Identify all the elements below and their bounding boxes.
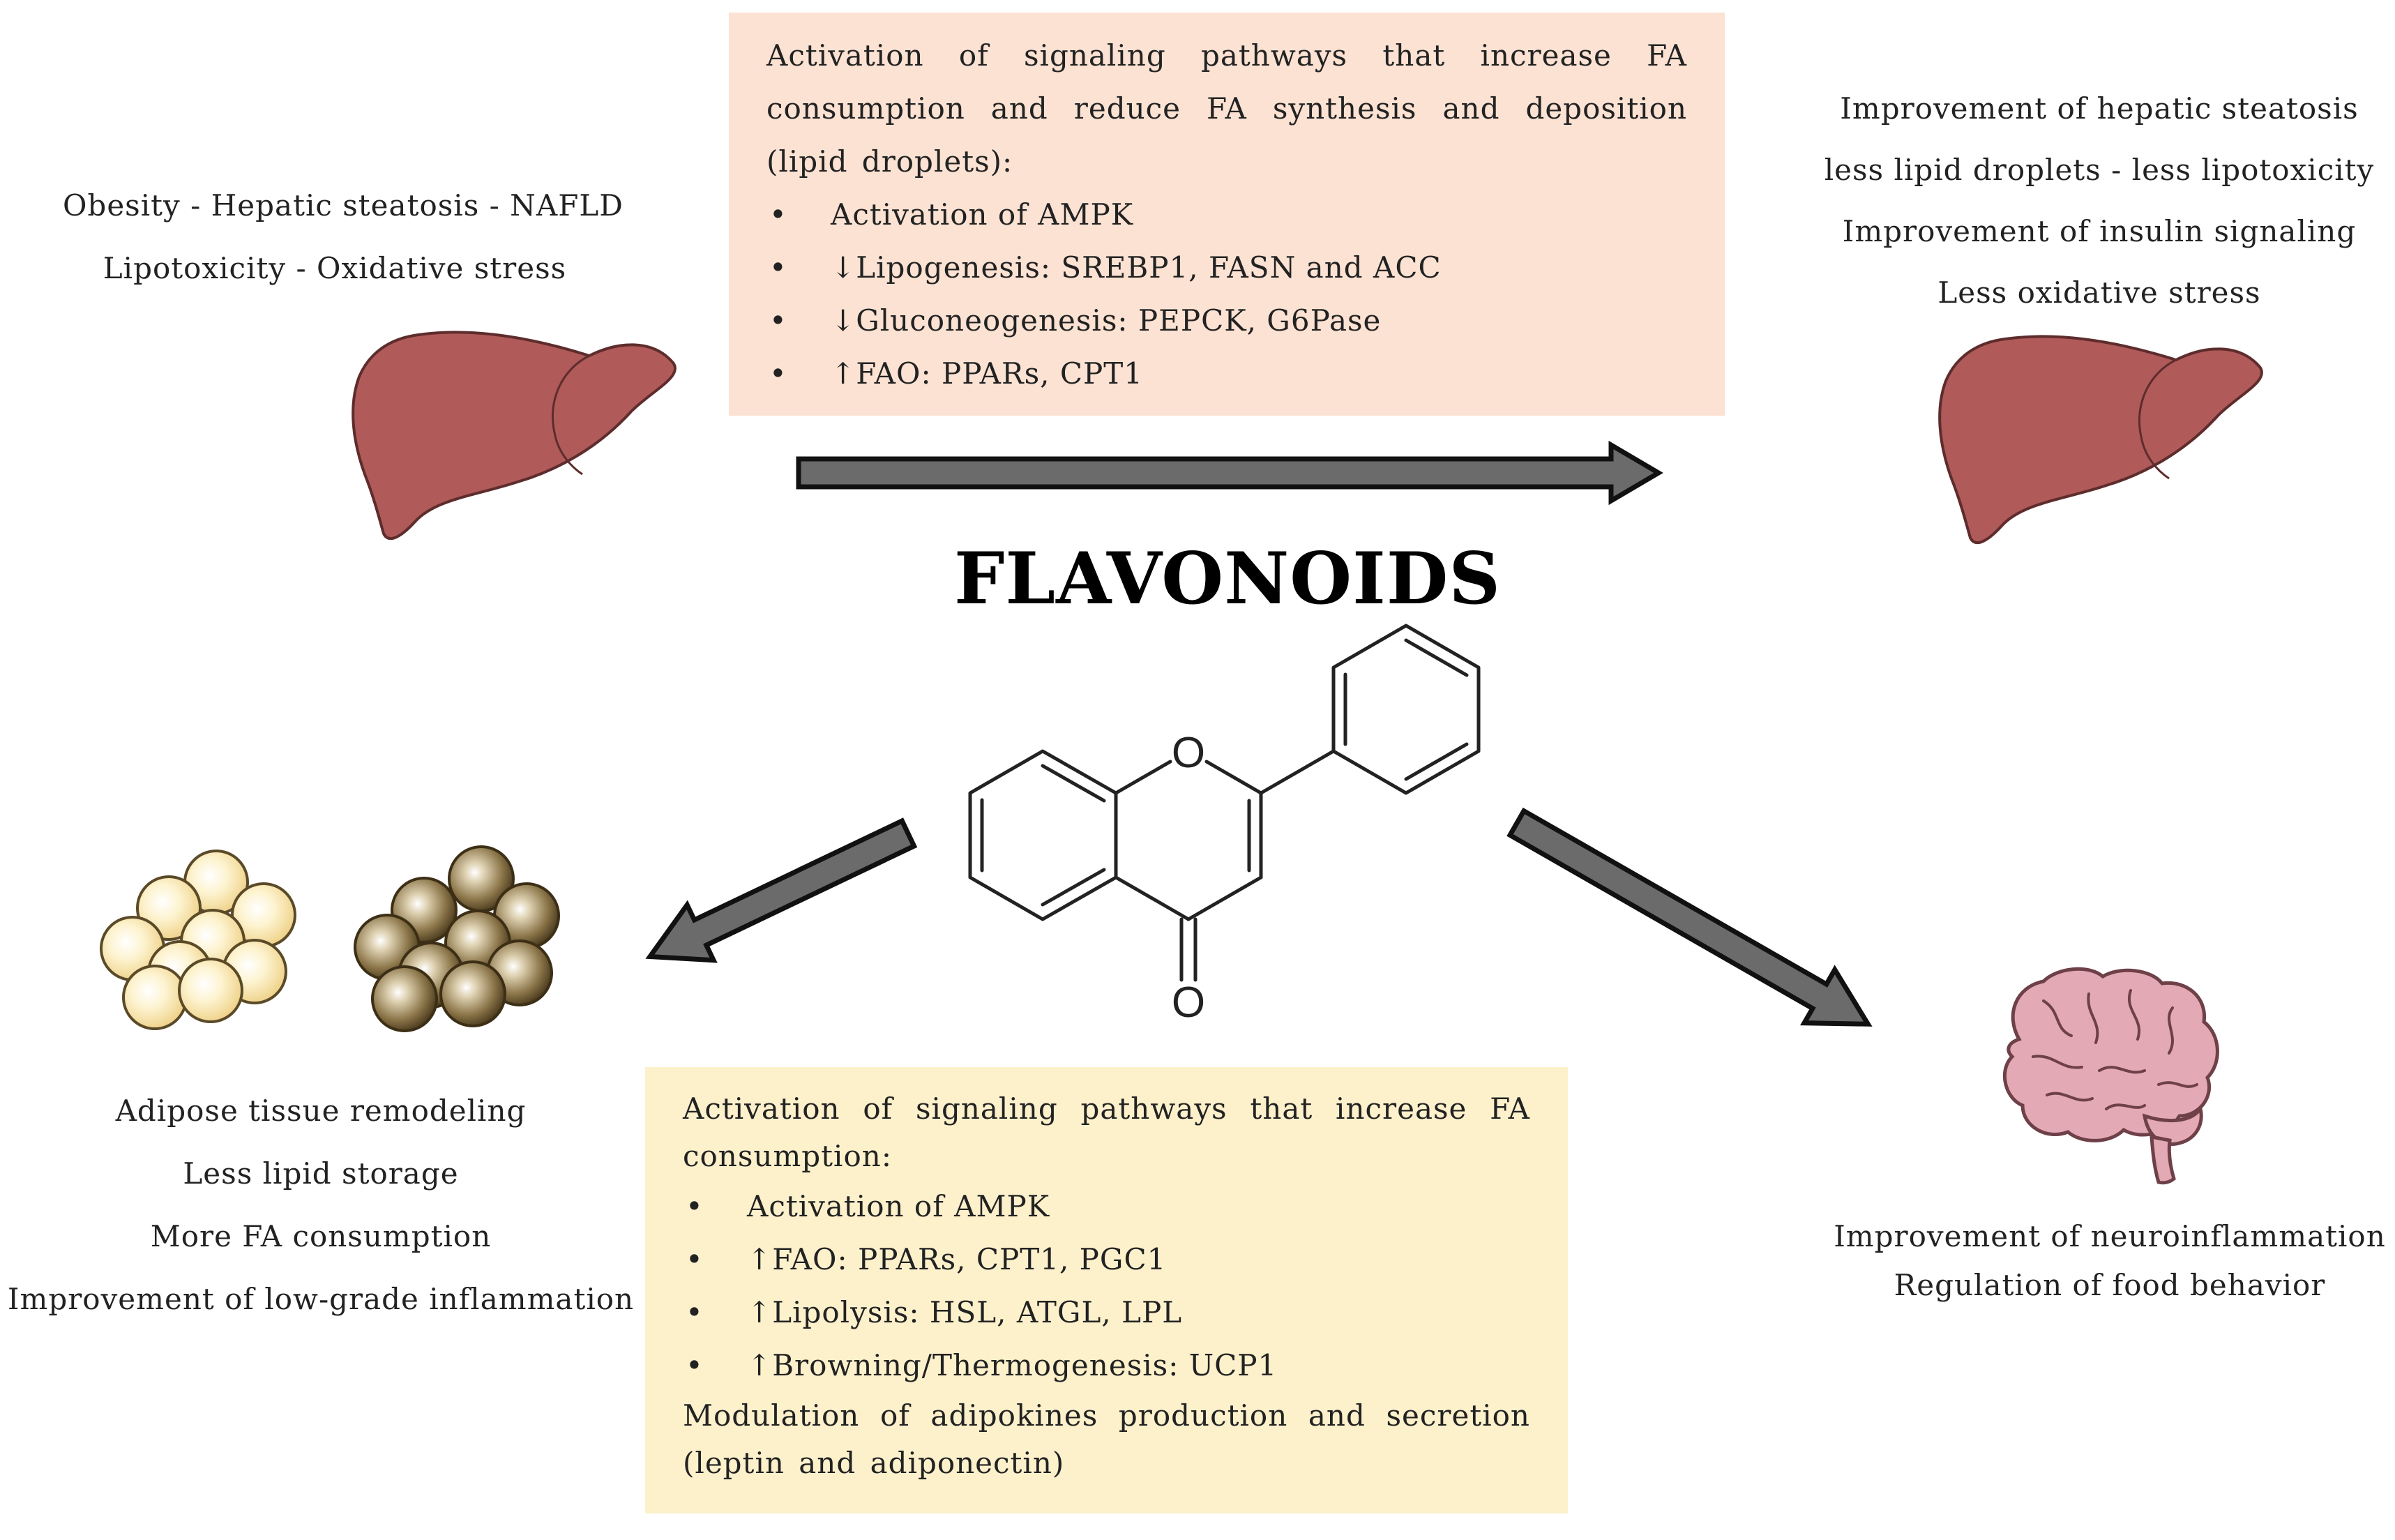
phenyl-ring bbox=[1331, 624, 1481, 795]
list-item-text: ↓Lipogenesis: SREBP1, FASN and ACC bbox=[831, 250, 1442, 285]
brain-icon bbox=[2002, 967, 2219, 1185]
liver-improvement-caption: Improvement of hepatic steatosis less li… bbox=[1806, 78, 2392, 324]
flavone-molecule bbox=[968, 624, 1481, 982]
arrow-down-right-icon bbox=[1506, 807, 1873, 1027]
caption-line: Improvement of low-grade inflammation bbox=[7, 1282, 635, 1316]
list-item-text: ↑Browning/Thermogenesis: UCP1 bbox=[747, 1348, 1278, 1382]
liver-lobe-line bbox=[2138, 358, 2177, 480]
brain-folds bbox=[2032, 989, 2198, 1110]
ring-double-bond bbox=[1404, 638, 1469, 677]
list-item: •↑Browning/Thermogenesis: UCP1 bbox=[686, 1348, 1278, 1382]
list-item: •Activation of AMPK bbox=[769, 197, 1134, 232]
liver-icon bbox=[1938, 335, 2263, 545]
arrow-down-left-icon bbox=[645, 817, 918, 963]
adipocyte-cell bbox=[178, 958, 243, 1023]
list-item: •↓Gluconeogenesis: PEPCK, G6Pase bbox=[769, 303, 1382, 338]
liver-pathways-intro: Activation of signaling pathways that in… bbox=[766, 38, 1687, 179]
list-item-text: ↑FAO: PPARs, CPT1 bbox=[831, 356, 1143, 391]
adipocyte-cell bbox=[122, 965, 188, 1030]
ring-oxygen-label: O bbox=[1172, 729, 1205, 777]
list-item-text: Activation of AMPK bbox=[747, 1189, 1050, 1223]
caption-line: less lipid droplets - less lipotoxicity bbox=[1824, 153, 2375, 187]
bond bbox=[1259, 749, 1336, 795]
caption-line: Adipose tissue remodeling bbox=[115, 1094, 527, 1128]
brain-caption: Improvement of neuroinflammation Regulat… bbox=[1827, 1212, 2392, 1310]
adipose-pathways-list: •Activation of AMPK •↑FAO: PPARs, CPT1, … bbox=[683, 1180, 1530, 1392]
bond bbox=[1204, 760, 1263, 795]
benzo-ring bbox=[968, 749, 1118, 921]
adipose-pathways-outro: Modulation of adipokines production and … bbox=[683, 1398, 1530, 1480]
bond bbox=[1186, 875, 1263, 921]
caption-line: Improvement of hepatic steatosis bbox=[1840, 91, 2359, 126]
caption-line: Improvement of neuroinflammation bbox=[1834, 1219, 2386, 1253]
caption-line: Lipotoxicity - Oxidative stress bbox=[103, 251, 567, 285]
list-item: •Activation of AMPK bbox=[686, 1189, 1050, 1223]
liver-pathways-box: Activation of signaling pathways that in… bbox=[729, 13, 1725, 416]
brain-stem bbox=[2150, 1134, 2176, 1185]
adipose-pathways-intro: Activation of signaling pathways that in… bbox=[683, 1092, 1530, 1173]
caption-line: Improvement of insulin signaling bbox=[1842, 214, 2357, 248]
bond bbox=[1114, 875, 1191, 921]
list-item-text: ↑FAO: PPARs, CPT1, PGC1 bbox=[747, 1242, 1167, 1276]
caption-line: Obesity - Hepatic steatosis - NAFLD bbox=[63, 188, 624, 222]
list-item: •↓Lipogenesis: SREBP1, FASN and ACC bbox=[769, 250, 1442, 285]
adipocyte-cell bbox=[439, 960, 506, 1027]
list-item-text: ↓Gluconeogenesis: PEPCK, G6Pase bbox=[831, 303, 1382, 338]
caption-line: Less lipid storage bbox=[183, 1156, 459, 1191]
adipose-caption: Adipose tissue remodeling Less lipid sto… bbox=[0, 1080, 642, 1331]
liver-lobe-line bbox=[551, 354, 590, 476]
caption-line: Regulation of food behavior bbox=[1894, 1268, 2326, 1302]
ring-double-bond bbox=[1041, 764, 1106, 803]
list-item: •↑FAO: PPARs, CPT1, PGC1 bbox=[686, 1242, 1167, 1276]
bond bbox=[1114, 760, 1172, 795]
list-item-text: ↑Lipolysis: HSL, ATGL, LPL bbox=[747, 1295, 1183, 1329]
list-item: •↑FAO: PPARs, CPT1 bbox=[769, 356, 1143, 391]
obesity-caption: Obesity - Hepatic steatosis - NAFLD Lipo… bbox=[63, 174, 624, 300]
adipose-pathways-box: Activation of signaling pathways that in… bbox=[645, 1067, 1568, 1513]
brown-adipocytes-icon bbox=[354, 845, 560, 1032]
liver-icon bbox=[352, 331, 677, 541]
caption-line: More FA consumption bbox=[150, 1219, 492, 1253]
liver-pathways-list: •Activation of AMPK •↓Lipogenesis: SREBP… bbox=[766, 188, 1687, 400]
page-title: FLAVONOIDS bbox=[954, 537, 1501, 621]
adipocyte-cell bbox=[371, 965, 438, 1032]
carbonyl-oxygen-label: O bbox=[1172, 979, 1205, 1027]
list-item: •↑Lipolysis: HSL, ATGL, LPL bbox=[686, 1295, 1183, 1329]
ring-double-bond bbox=[1404, 742, 1469, 781]
list-item-text: Activation of AMPK bbox=[831, 197, 1134, 232]
arrow-right-icon bbox=[796, 440, 1663, 506]
brain-cerebrum bbox=[2002, 967, 2219, 1142]
caption-line: Less oxidative stress bbox=[1937, 275, 2261, 310]
white-adipocytes-icon bbox=[100, 850, 296, 1030]
ring-double-bond bbox=[1041, 868, 1106, 907]
